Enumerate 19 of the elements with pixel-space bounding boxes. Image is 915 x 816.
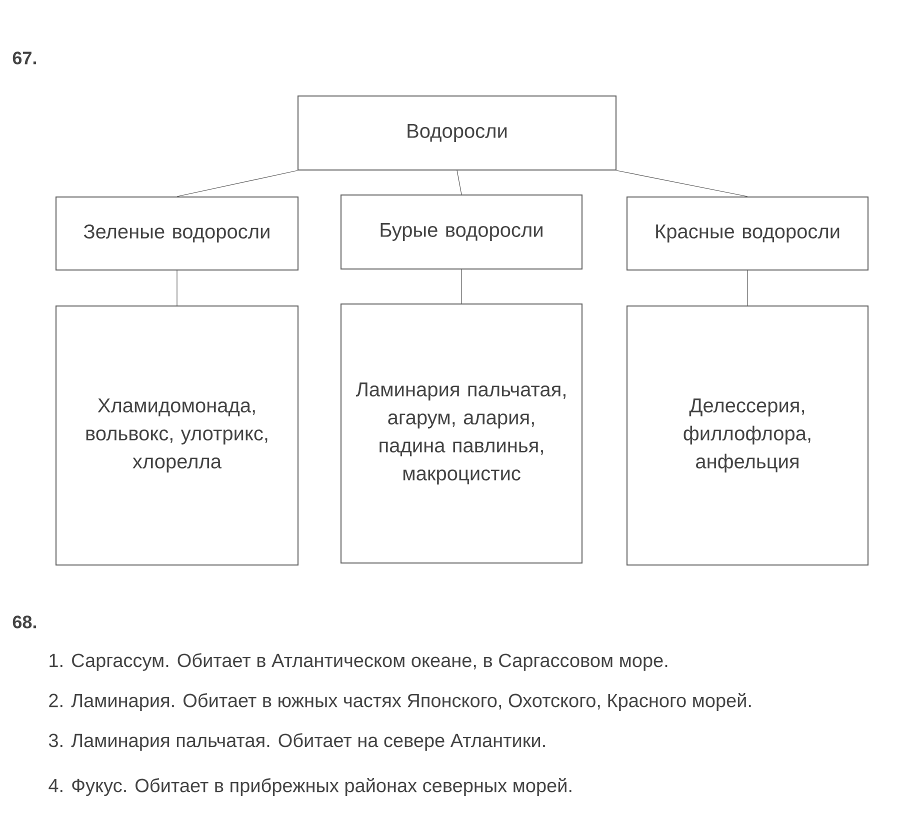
exercise-number: 67. xyxy=(12,52,36,64)
list-item: 2. Ламинария. Обитает в южных частях Японского, Охотского, Красного морей. xyxy=(49,692,751,711)
category-box: Зеленые водоросли xyxy=(56,196,298,270)
category-box: Хламидомонада, вольвокс, улотрикс, хлорелла xyxy=(56,306,298,566)
category-box: Делессерия, филлофлора, анфельция xyxy=(626,306,868,566)
exercise-number: 68. xyxy=(12,616,36,628)
category-box: Ламинария пальчатая, агарум, алария, падина павлинья, макроцистис xyxy=(340,304,582,564)
category-box: Водоросли xyxy=(298,96,616,170)
list-item: 4. Фукус. Обитает в прибрежных районах северных морей. xyxy=(48,778,572,796)
connector-line xyxy=(461,269,462,304)
category-box: Красные водоросли xyxy=(626,196,868,270)
category-box: Бурые водоросли xyxy=(340,194,582,270)
connector-line xyxy=(456,170,462,195)
connector-line xyxy=(176,270,178,306)
connector-line xyxy=(176,170,298,197)
list-item: 3. Ламинария пальчатая. Обитает на севере Атлантики. xyxy=(48,733,545,751)
list-item: 1. Саргассум. Обитает в Атлантическом океане, в Саргассовом море. xyxy=(50,653,668,671)
connector-line xyxy=(747,270,748,306)
connector-line xyxy=(616,170,748,197)
